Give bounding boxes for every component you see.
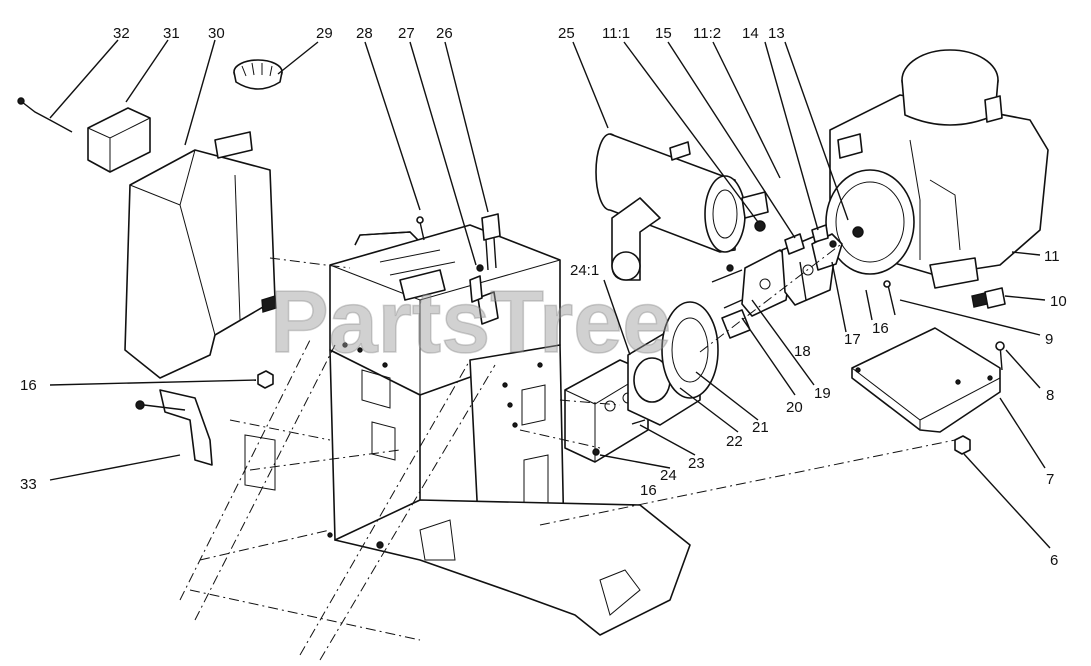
callout-19: 19: [814, 385, 831, 402]
callout-24: 24: [660, 467, 677, 484]
callout-6: 6: [1050, 552, 1058, 569]
callout-labels: 32 31 30 29 28 27 26 25 11:1 15 11:2 14 …: [20, 25, 1067, 569]
fuel-cap: [233, 59, 283, 90]
callout-31: 31: [163, 25, 180, 42]
callout-9: 9: [1045, 331, 1053, 348]
bolt-8: [995, 341, 1005, 371]
callout-7: 7: [1046, 471, 1054, 488]
assembly-guides: [269, 244, 956, 526]
callout-16-right: 16: [872, 320, 889, 337]
callout-11: 11: [1044, 248, 1060, 265]
callout-23: 23: [688, 455, 705, 472]
callout-14: 14: [742, 25, 759, 42]
callout-18: 18: [794, 343, 811, 360]
frame-rails: [179, 339, 496, 661]
watermark: PartsTree: [270, 272, 671, 371]
callout-22: 22: [726, 433, 743, 450]
callout-16-left: 16: [20, 377, 37, 394]
callout-11-1: 11:1: [602, 25, 630, 42]
bolt-9: [883, 280, 896, 316]
callout-11-2: 11:2: [693, 25, 721, 42]
fuel-tank: [124, 131, 277, 379]
callout-20: 20: [786, 399, 803, 416]
callout-30: 30: [208, 25, 225, 42]
callout-29: 29: [316, 25, 333, 42]
callout-16-center: 16: [640, 482, 657, 499]
callout-32: 32: [113, 25, 130, 42]
nut-6: [954, 435, 971, 455]
callout-8: 8: [1046, 387, 1054, 404]
callout-15: 15: [655, 25, 672, 42]
engine: [825, 49, 1049, 289]
callout-13: 13: [768, 25, 785, 42]
callout-10: 10: [1050, 293, 1067, 310]
pedal-bracket: [135, 389, 213, 466]
callout-28: 28: [356, 25, 373, 42]
switch-assembly: [379, 213, 501, 325]
pump-assembly: [257, 224, 843, 463]
callout-27: 27: [398, 25, 415, 42]
callout-21: 21: [752, 419, 769, 436]
callout-17: 17: [844, 331, 861, 348]
tank-bracket: [87, 107, 151, 173]
chassis-frame: [327, 224, 691, 636]
sender-fitting: [971, 287, 1006, 309]
engine-mount-plate: [851, 327, 1001, 433]
callout-25: 25: [558, 25, 575, 42]
fuel-line: [17, 97, 73, 133]
callout-26: 26: [436, 25, 453, 42]
callout-24-1: 24:1: [570, 262, 599, 279]
muffler: [595, 133, 769, 281]
callout-33: 33: [20, 476, 37, 493]
leader-lines: [49, 39, 1051, 549]
